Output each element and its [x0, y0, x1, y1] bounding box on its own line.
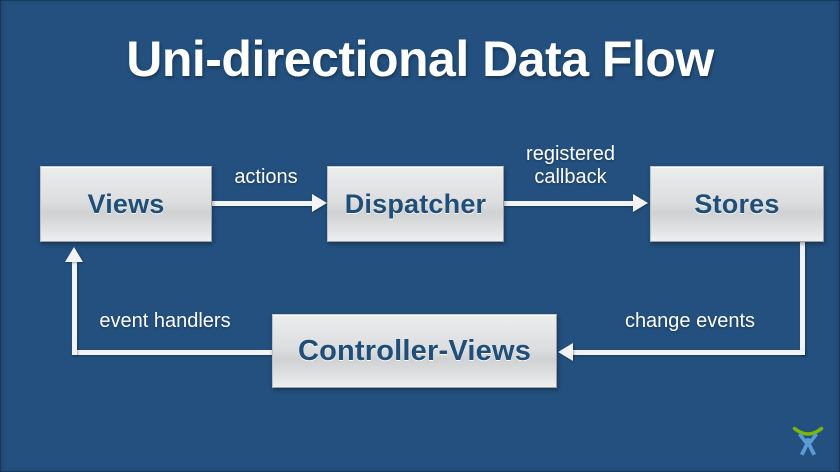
- node-controller-views[interactable]: Controller-Views: [272, 314, 557, 388]
- connector-stores-to-controller-views: [573, 350, 805, 355]
- node-dispatcher-label: Dispatcher: [344, 188, 487, 219]
- edge-label-actions: actions: [234, 166, 298, 188]
- connector-dispatcher-to-stores: [504, 201, 635, 206]
- arrowhead-controller-views-to-views: [65, 247, 83, 262]
- page-title: Uni-directional Data Flow: [126, 31, 714, 87]
- brand-logo-icon: [792, 426, 824, 456]
- connector-stores-down: [800, 242, 805, 355]
- connector-up-to-views: [72, 262, 77, 355]
- node-stores[interactable]: Stores: [650, 166, 824, 242]
- edge-label-change-events: change events: [624, 310, 756, 332]
- arrowhead-dispatcher-to-stores: [633, 194, 648, 212]
- connector-controller-views-left: [72, 350, 274, 355]
- edge-label-registered-callback: registered callback: [526, 143, 615, 188]
- arrowhead-stores-to-controller-views: [558, 343, 573, 361]
- node-stores-label: Stores: [694, 188, 780, 219]
- node-views[interactable]: Views: [40, 166, 212, 242]
- connector-views-to-dispatcher: [212, 201, 314, 206]
- node-dispatcher[interactable]: Dispatcher: [327, 166, 504, 242]
- node-controller-views-label: Controller-Views: [297, 334, 532, 367]
- node-views-label: Views: [87, 188, 165, 219]
- edge-label-event-handlers: event handlers: [99, 310, 231, 332]
- arrowhead-views-to-dispatcher: [312, 194, 327, 212]
